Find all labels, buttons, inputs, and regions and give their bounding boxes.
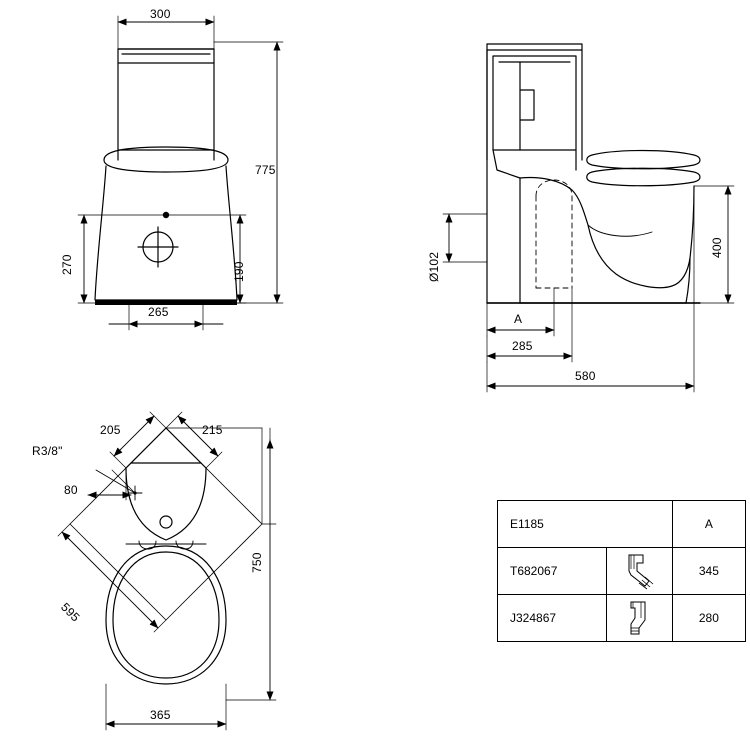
dim-front-height-190: 190 <box>232 261 246 282</box>
dim-plan-thread-R38: R3/8" <box>32 444 63 458</box>
dim-plan-365: 365 <box>150 708 171 722</box>
dim-side-outlet-diameter: Ø102 <box>427 251 441 282</box>
dim-plan-750: 750 <box>250 552 264 573</box>
dim-side-height-400: 400 <box>710 237 724 258</box>
table-row-code: J324867 <box>496 594 608 642</box>
s-trap-connector-icon <box>606 594 673 642</box>
dim-plan-205: 205 <box>100 423 121 437</box>
dim-side-depth-285: 285 <box>512 339 533 353</box>
table-header-row: E1185 A <box>497 500 747 548</box>
variant-table: E1185 A T682067 34 <box>496 500 747 642</box>
dim-front-width-300: 300 <box>150 7 171 21</box>
table-row-value-A: 345 <box>671 547 747 595</box>
dim-plan-80: 80 <box>64 483 78 497</box>
dim-side-letter-A: A <box>514 312 523 326</box>
dim-plan-215: 215 <box>202 423 223 437</box>
table-row-code: T682067 <box>496 547 608 595</box>
table-header-A: A <box>671 500 747 548</box>
table-row: T682067 345 <box>496 547 747 595</box>
table-row: J324867 280 <box>496 594 747 642</box>
p-trap-connector-icon <box>606 547 673 595</box>
dim-side-depth-580: 580 <box>575 369 596 383</box>
dim-front-base-265: 265 <box>148 305 169 319</box>
table-row-value-A: 280 <box>671 594 747 642</box>
dim-front-height-270: 270 <box>60 254 74 275</box>
dim-front-height-775: 775 <box>255 163 276 177</box>
table-model-code: E1185 <box>497 500 673 548</box>
